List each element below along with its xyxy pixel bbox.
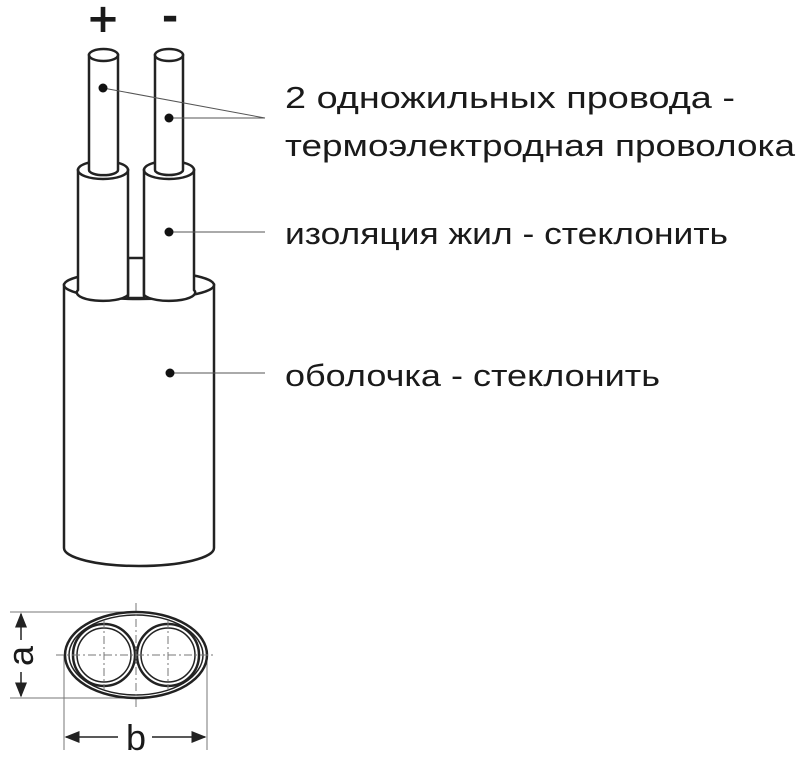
- dimension-a-label: a: [0, 645, 41, 666]
- conductors-label-line2: термоэлектродная проволока: [285, 128, 796, 163]
- wire-insulation: [75, 159, 197, 303]
- outer-sheath: [62, 269, 216, 568]
- dimension-b-label: b: [126, 717, 146, 758]
- conductors-label-line1: 2 одножильных провода -: [285, 80, 735, 115]
- minus-sign: -: [162, 0, 179, 40]
- conductors: [87, 47, 185, 177]
- insulation-label: изоляция жил - стеклонить: [285, 216, 728, 251]
- plus-sign: +: [86, 0, 120, 42]
- cross-section: [10, 603, 215, 750]
- sheath-label: оболочка - стеклонить: [285, 358, 660, 393]
- leader-lines: [98, 83, 266, 378]
